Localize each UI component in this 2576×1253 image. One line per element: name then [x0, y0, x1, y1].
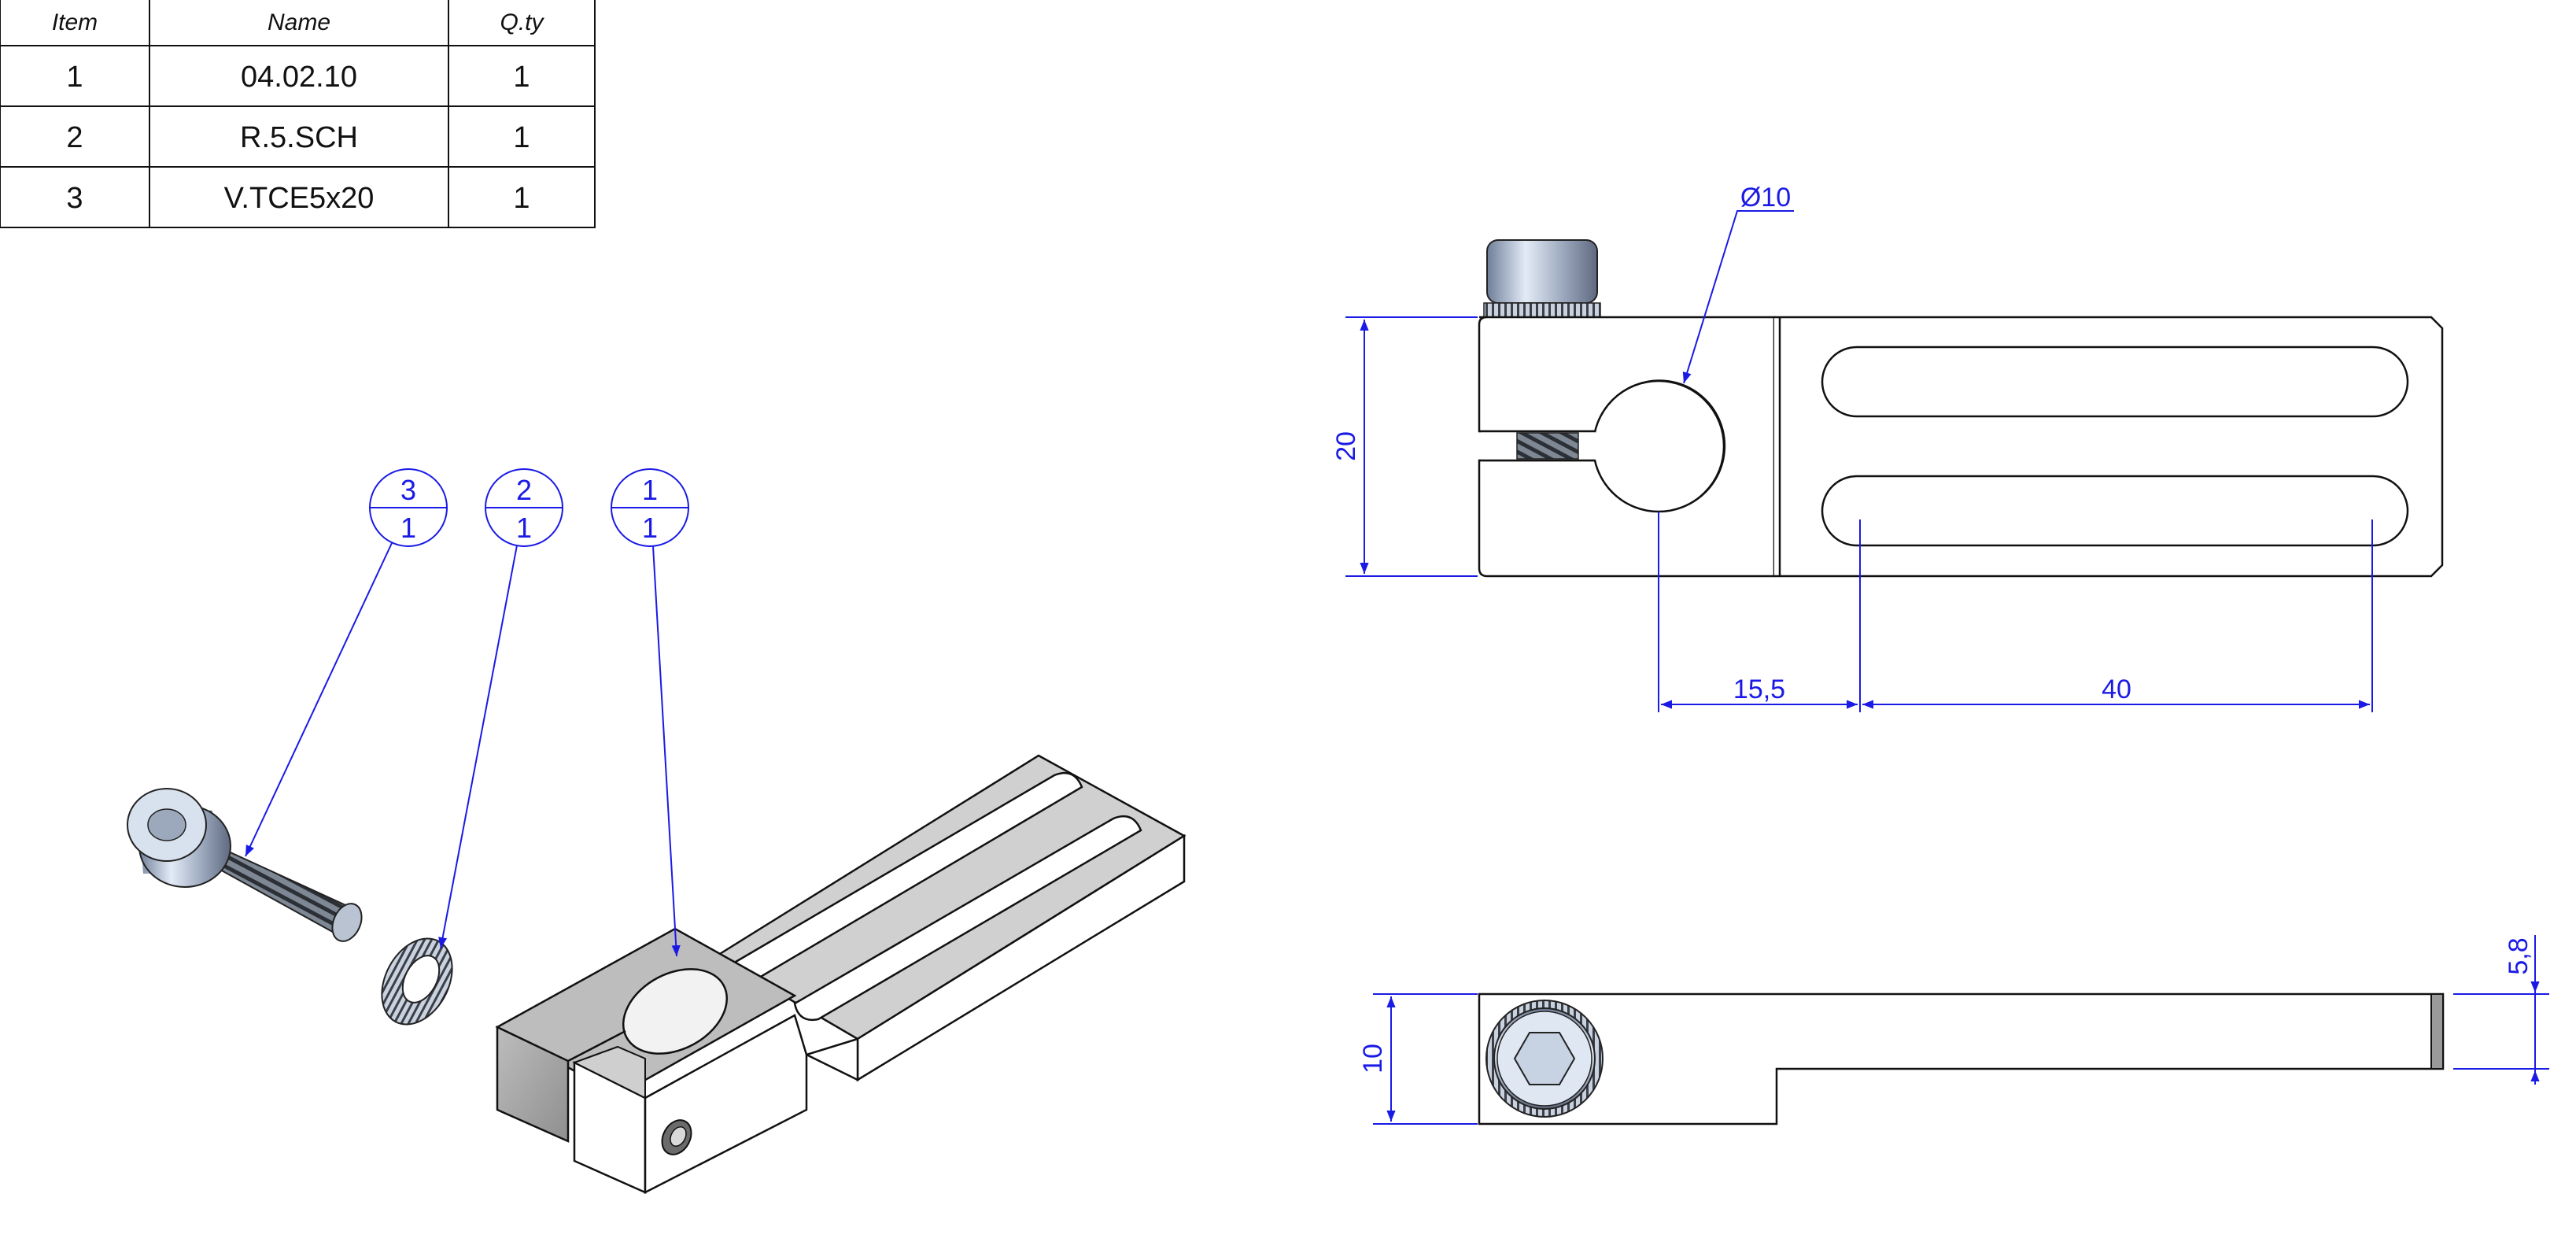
- dim-step: 5,8: [2504, 937, 2534, 974]
- dim-height: 20: [1331, 431, 1361, 461]
- slotted-bracket: [495, 754, 1187, 1195]
- front-view: 20 Ø10 15,5 40: [1331, 183, 2444, 712]
- balloon-quantity: 1: [400, 512, 416, 544]
- screw: [127, 788, 363, 942]
- bom-cell: 1: [513, 61, 530, 94]
- balloon-quantity: 1: [516, 512, 532, 544]
- bom-table: Item Name Q.ty 1 04.02.10 1 2 R.5.SCH 1 …: [0, 0, 596, 228]
- bom-grid: [0, 0, 596, 228]
- side-view: 10 5,8: [1358, 935, 2549, 1125]
- balloon-item-number: 2: [516, 474, 532, 506]
- balloon-item-2: 2 1: [438, 468, 563, 949]
- bom-cell: 3: [66, 182, 83, 215]
- dim-thickness: 10: [1358, 1044, 1388, 1074]
- dim-slot-length: 40: [2102, 675, 2131, 704]
- lock-washer: [381, 937, 453, 1026]
- balloon-item-3: 3 1: [245, 468, 448, 857]
- bom-header-name: Name: [268, 9, 330, 35]
- balloon-quantity: 1: [642, 512, 658, 544]
- balloon-item-1: 1 1: [611, 468, 689, 957]
- bom-cell: 2: [66, 121, 83, 154]
- bom-header-qty: Q.ty: [500, 9, 544, 35]
- dim-hole-diameter: Ø10: [1740, 183, 1791, 213]
- bom-cell: 1: [66, 61, 83, 94]
- bom-cell: 1: [513, 121, 530, 154]
- bom-header-item: Item: [52, 9, 98, 35]
- balloon-item-number: 1: [642, 474, 658, 506]
- bom-cell: 04.02.10: [241, 61, 357, 94]
- isometric-view: 3 1 2 1 1 1: [127, 468, 1187, 1195]
- balloon-item-number: 3: [400, 474, 416, 506]
- dim-hole-offset: 15,5: [1733, 675, 1785, 704]
- bom-cell: V.TCE5x20: [224, 182, 375, 215]
- bom-cell: 1: [513, 182, 530, 215]
- bom-cell: R.5.SCH: [240, 121, 358, 154]
